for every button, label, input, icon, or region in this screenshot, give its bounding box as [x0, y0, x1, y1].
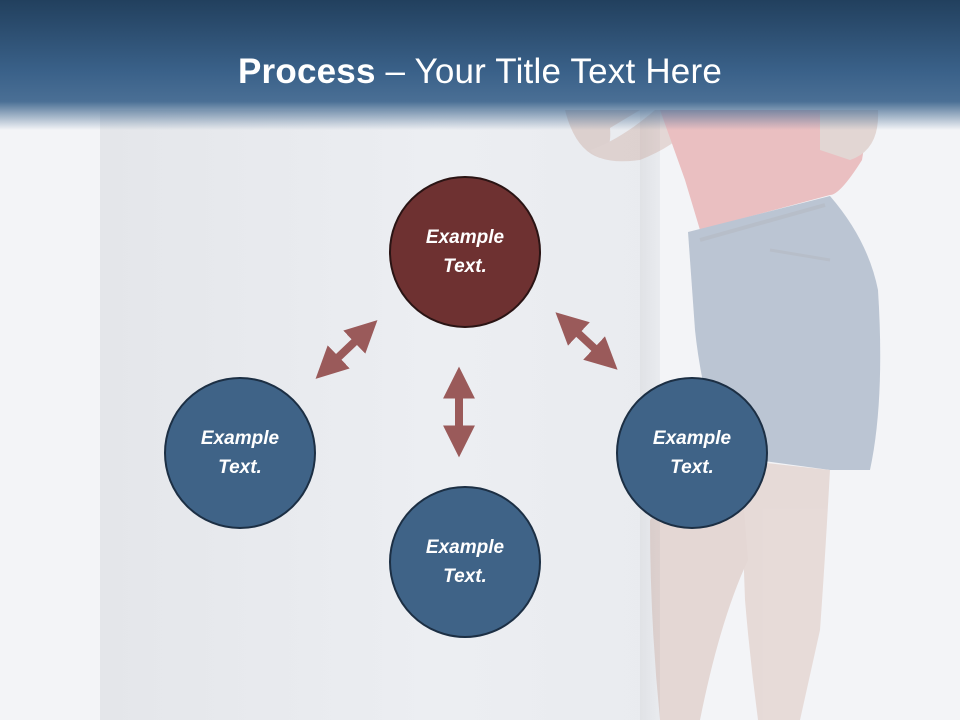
node-bottom-label: Example Text.: [425, 537, 505, 587]
node-bottom: Example Text.: [389, 486, 541, 638]
node-top: Example Text.: [389, 176, 541, 328]
title-rest: – Your Title Text Here: [375, 52, 722, 91]
node-top-label: Example Text.: [425, 227, 505, 277]
page-title: Process – Your Title Text Here: [0, 52, 960, 92]
node-left-label: Example Text.: [200, 428, 280, 478]
node-right: Example Text.: [616, 377, 768, 529]
title-bold: Process: [238, 52, 376, 91]
header-band: [0, 0, 960, 130]
node-left: Example Text.: [164, 377, 316, 529]
node-right-label: Example Text.: [652, 428, 732, 478]
